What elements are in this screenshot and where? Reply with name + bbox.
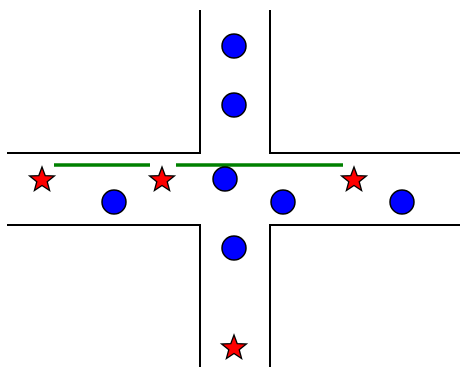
blue-circle-icon-3 <box>212 166 238 192</box>
road-edge-bottom-left <box>7 224 201 367</box>
road-edge-bottom-right <box>269 224 460 367</box>
red-star-icon-3 <box>339 165 369 192</box>
blue-circle-icon-1 <box>221 33 247 59</box>
blue-circle-icon-6 <box>389 189 415 215</box>
red-star-icon-1 <box>27 165 57 192</box>
stars-group <box>27 165 369 360</box>
red-star-icon-2 <box>147 165 177 192</box>
blue-circle-icon-4 <box>101 189 127 215</box>
blue-circle-icon-2 <box>221 92 247 118</box>
blue-circle-icon-5 <box>270 189 296 215</box>
red-star-icon-4 <box>219 333 249 360</box>
circles-group <box>101 33 415 261</box>
road-edges <box>7 10 460 367</box>
road-edge-top-right <box>269 10 460 154</box>
blue-circle-icon-7 <box>221 235 247 261</box>
road-edge-top-left <box>7 10 201 154</box>
